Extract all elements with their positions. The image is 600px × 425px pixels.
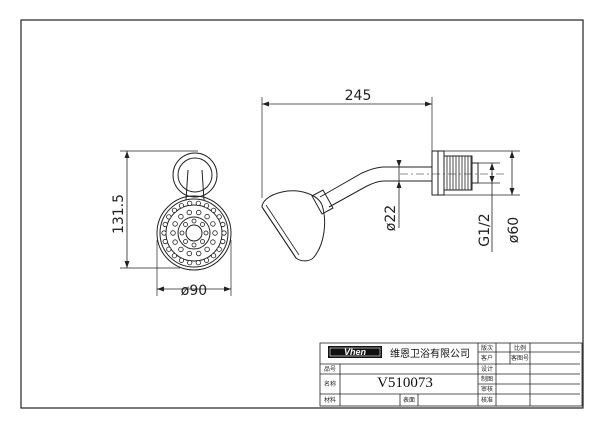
front-arrows	[124, 151, 231, 292]
nozzle-hole	[187, 200, 193, 206]
label-item-no: 品号	[324, 366, 336, 373]
label-surface: 表面	[403, 396, 415, 404]
nozzle-hole	[161, 230, 167, 236]
front-view	[120, 150, 232, 296]
nozzle-hole	[191, 242, 197, 248]
head-diameter-dimension: ø90	[181, 283, 207, 299]
brand-logo	[328, 346, 382, 358]
nozzle-hole	[195, 250, 202, 257]
nozzle-hole	[203, 203, 210, 209]
flange-diameter-dimension: ø60	[506, 217, 522, 243]
nozzle-hole	[166, 214, 172, 220]
label-design: 设计	[481, 365, 493, 373]
nozzle-hole	[203, 230, 209, 236]
arm-length-dimension: 245	[345, 88, 372, 104]
label-drafting: 制图	[481, 375, 493, 383]
height-dimension: 131.5	[111, 194, 127, 234]
nozzle-hole	[203, 257, 210, 263]
side-view	[261, 97, 520, 262]
nozzle-hole	[171, 207, 177, 213]
nozzle-hole	[200, 222, 205, 227]
label-scale: 比例	[514, 344, 526, 352]
nozzle-hole	[216, 214, 222, 220]
title-block	[319, 342, 583, 407]
nozzle-hole	[183, 222, 188, 227]
nozzle-hole	[195, 200, 201, 206]
nozzle-hole	[216, 246, 222, 252]
nozzle-hole	[186, 209, 192, 216]
nozzle-hole	[162, 221, 168, 228]
nozzle-hole	[195, 209, 202, 216]
nozzle-hole	[204, 246, 210, 253]
nozzle-hole	[172, 239, 178, 245]
nozzle-hole	[211, 253, 217, 259]
nozzle-hole	[191, 218, 197, 224]
label-customer-drawing-no: 客图号	[511, 354, 529, 362]
ball-joint	[311, 189, 334, 215]
label-customer: 客户	[481, 354, 493, 362]
nozzle-hole	[212, 230, 218, 236]
nozzle-hole	[171, 253, 177, 259]
label-version: 版次	[481, 344, 493, 352]
company-name: 维恩卫浴有限公司	[390, 347, 470, 360]
front-flange	[172, 152, 218, 198]
thread-dimension: G1/2	[477, 213, 493, 246]
label-review: 审核	[481, 385, 493, 393]
nozzle-hole	[221, 230, 227, 236]
front-shower-head	[156, 195, 232, 271]
nozzle-hole	[220, 221, 226, 228]
arm-diameter-dimension: ø22	[383, 205, 399, 231]
nozzle-hole	[210, 221, 216, 227]
nozzle-hole	[186, 250, 192, 257]
model-number: V510073	[377, 375, 433, 391]
nozzle-hole	[210, 239, 216, 245]
nozzle-hole	[178, 257, 185, 263]
nozzle-pattern	[161, 200, 227, 266]
nozzle-hole	[178, 203, 185, 209]
nozzle-hole	[178, 246, 184, 253]
brand-logo-text: Vhen	[344, 347, 367, 357]
nozzle-hole	[179, 230, 185, 236]
nozzle-hole	[170, 230, 176, 236]
sheet-border	[20, 19, 584, 409]
nozzle-hole	[200, 239, 205, 244]
side-arrows	[262, 101, 515, 195]
nozzle-hole	[172, 221, 178, 227]
nozzle-hole	[220, 238, 226, 245]
label-approve: 核准	[481, 396, 493, 404]
nozzle-hole	[195, 260, 201, 266]
label-name: 名称	[324, 380, 336, 388]
nozzle-hole	[183, 239, 188, 244]
nozzle-hole	[166, 246, 172, 252]
nozzle-hole	[187, 260, 193, 266]
thread-hatching	[446, 156, 472, 190]
nozzle-hole	[211, 207, 217, 213]
nozzle-hole	[162, 238, 168, 245]
nozzle-hole	[204, 213, 210, 220]
nozzle-hole	[178, 213, 184, 220]
label-material: 材料	[324, 396, 336, 404]
